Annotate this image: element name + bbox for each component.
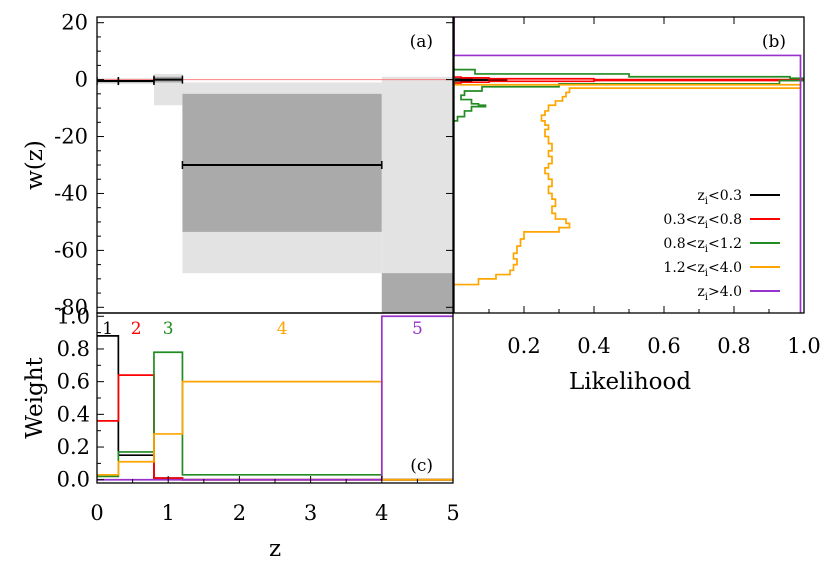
- panel-b-frame: [453, 16, 805, 314]
- panel-b-xtick-label: 0.6: [647, 334, 680, 358]
- panel-c-y-axis-title: Weight: [22, 356, 48, 438]
- panel-c-ytick-label: 1.0: [57, 304, 90, 328]
- panel-c-series-5: [97, 315, 453, 481]
- panel-c-frame: [96, 312, 454, 484]
- panel-c-y-ticks: 1.0 0.8 0.6 0.4 0.2 0.0: [57, 304, 104, 492]
- panel-a-ytick-label: -20: [54, 125, 88, 149]
- panel-b-xtick-label: 0.4: [577, 334, 610, 358]
- panel-b-series-5: [454, 17, 802, 313]
- panel-a-y-ticks: 20 0 -20 -40 -60 -80: [54, 11, 453, 319]
- panel-b-xtick-label: 1.0: [787, 334, 820, 358]
- panel-b-series-3: [454, 68, 804, 122]
- legend-label-2: 0.3<zi<0.8: [663, 212, 742, 231]
- panel-a-y-axis-title: w(z): [22, 140, 48, 190]
- panel-a-ytick-label: 20: [61, 11, 88, 35]
- panel-c-ytick-label: 0.0: [57, 468, 90, 492]
- panel-c-xtick-label: 3: [304, 501, 317, 525]
- panel-a: 20 0 -20 -40 -60 -80 (a) w(z): [22, 11, 454, 319]
- legend-label-3: 0.8<zi<1.2: [663, 236, 742, 255]
- panel-c-xtick-label: 5: [446, 501, 459, 525]
- panel-c-bin-number-3: 3: [163, 319, 174, 339]
- panel-b-x-axis-title: Likelihood: [569, 369, 691, 395]
- panel-c-ytick-label: 0.8: [57, 337, 90, 361]
- panel-c-xtick-label: 4: [375, 501, 388, 525]
- panel-b-label: (b): [762, 32, 786, 52]
- panel-c-ytick-label: 0.2: [57, 435, 90, 459]
- panel-c-x-axis-title: z: [269, 536, 281, 562]
- panel-c-bin-number-1: 1: [102, 319, 113, 339]
- panel-c-bin-number-4: 4: [277, 319, 288, 339]
- panel-b-likelihood-curves: [454, 17, 804, 313]
- panel-c-bin-number-5: 5: [412, 319, 423, 339]
- panel-a-confidence-bands: [97, 73, 453, 313]
- panel-b-x-ticks: 0.2 0.4 0.6 0.8 1.0: [488, 17, 821, 358]
- panel-a-ci1-band-5: [381, 273, 453, 313]
- panel-c-xtick-label: 1: [162, 501, 175, 525]
- panel-b-xtick-label: 0.8: [717, 334, 750, 358]
- panel-c-series-1: [97, 335, 453, 481]
- panel-c-ytick-label: 0.4: [57, 402, 90, 426]
- legend-label-4: 1.2<zi<4.0: [663, 260, 742, 279]
- panel-a-ci1-band-4: [182, 93, 382, 232]
- panel-b-legend: zi<0.3 0.3<zi<0.8 0.8<zi<1.2 1.2<zi<4.0 zi>4…: [663, 188, 780, 303]
- panel-b-series-2: [454, 76, 804, 84]
- panel-b-series-4: [454, 77, 802, 286]
- panel-c-series-4: [97, 380, 453, 481]
- panel-a-ytick-label: 0: [75, 68, 88, 92]
- panel-c-weight-curves: [97, 315, 453, 481]
- panel-a-ytick-label: -60: [54, 238, 88, 262]
- panel-c-label: (c): [410, 456, 433, 476]
- panel-a-ytick-label: -40: [54, 181, 88, 205]
- panel-a-label: (a): [410, 32, 433, 52]
- panel-c-series-3: [97, 351, 453, 481]
- panel-a-ytick-label: -80: [54, 295, 88, 319]
- panel-c-xtick-label: 0: [90, 501, 103, 525]
- legend-label-5: zi>4.0: [697, 284, 742, 303]
- panel-c-ytick-label: 0.6: [57, 370, 90, 394]
- panel-c-series-2: [97, 374, 453, 481]
- panel-b-series-1: [454, 78, 508, 82]
- panel-b: 0.2 0.4 0.6 0.8 1.0 (b) Likelihood zi<0.3 0.3…: [453, 16, 821, 395]
- legend-label-1: zi<0.3: [697, 188, 742, 207]
- panel-c-bin-number-2: 2: [131, 319, 142, 339]
- panel-c-xtick-label: 2: [233, 501, 246, 525]
- panel-b-xtick-label: 0.2: [507, 334, 540, 358]
- panel-c-x-ticks: 0 1 2 3 4 5: [90, 476, 460, 525]
- panel-a-estimates: [97, 75, 383, 169]
